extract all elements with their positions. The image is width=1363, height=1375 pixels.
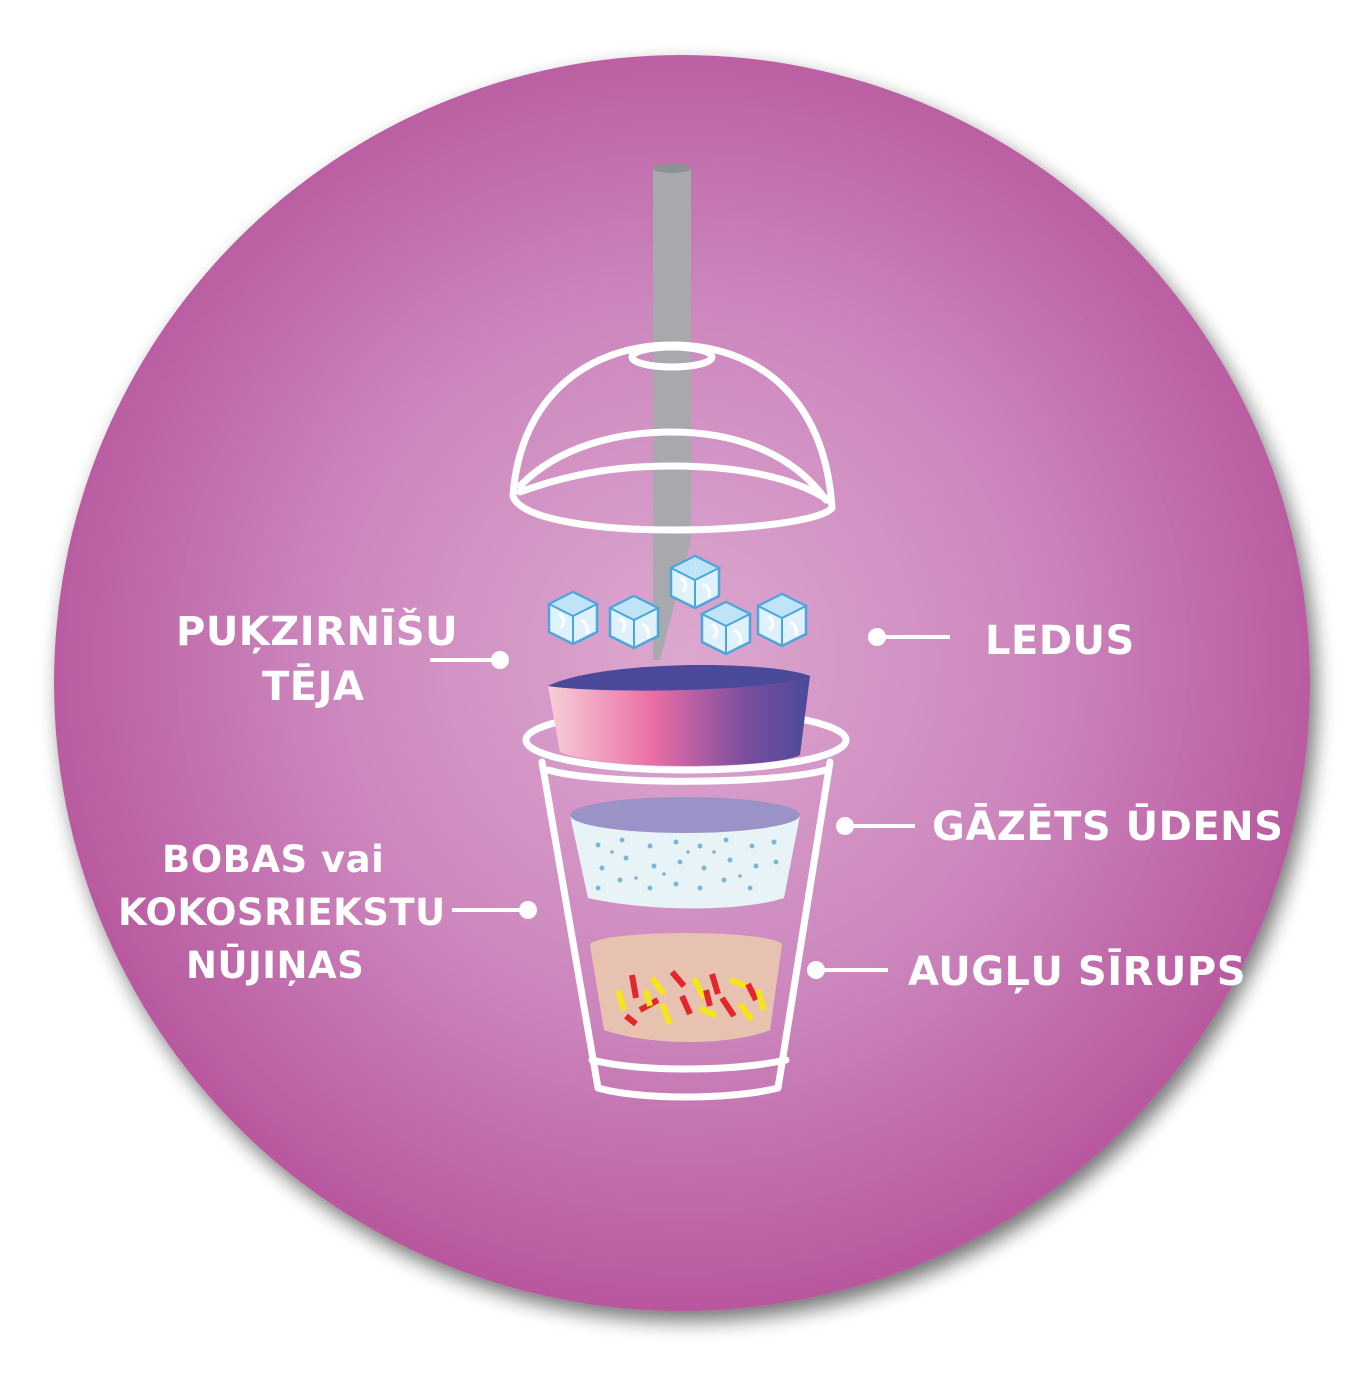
leader-syrup: [807, 961, 888, 979]
label-fruit-syrup: AUGĻU SĪRUPS: [908, 947, 1246, 995]
leader-boba: [452, 901, 537, 919]
label-tea-line2: TĒJA: [262, 662, 364, 710]
label-boba-line1: BOBAS vai: [162, 838, 384, 881]
label-boba-line3: NŪJIŅAS: [186, 943, 364, 987]
leader-water: [836, 817, 915, 835]
sparkling-water-layer: [570, 797, 800, 909]
label-boba-line2: KOKOSRIEKSTU: [118, 891, 446, 934]
label-sparkling-water: GĀZĒTS ŪDENS: [932, 802, 1283, 850]
label-tea-line1: PUĶZIRNĪŠU: [176, 607, 458, 655]
leader-ice: [868, 628, 950, 646]
leader-tea: [430, 651, 509, 669]
fruit-syrup-layer: [590, 933, 782, 1042]
label-ice: LEDUS: [985, 618, 1135, 664]
cup-icon: [522, 665, 850, 1101]
dome-lid-icon: [509, 341, 836, 534]
